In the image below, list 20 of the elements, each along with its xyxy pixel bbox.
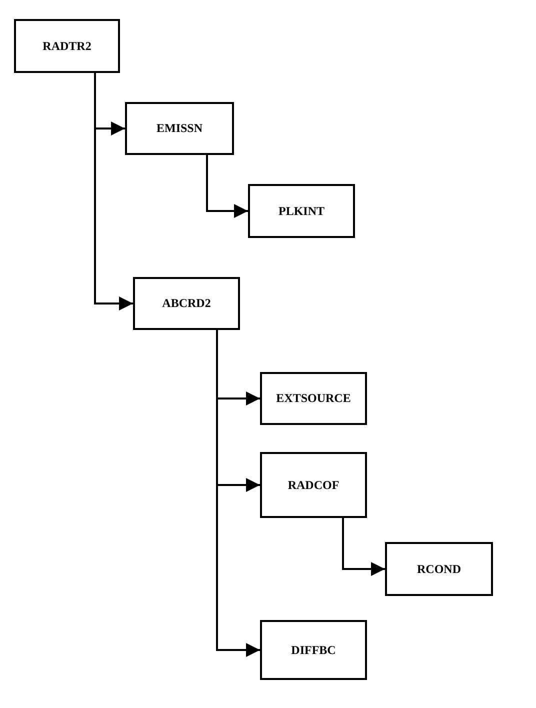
- process-box: [385, 542, 493, 596]
- process-box: [248, 184, 355, 238]
- node-label: EXTSOURCE: [276, 391, 351, 406]
- node-label: ABCRD2: [162, 296, 211, 311]
- arrow: [342, 518, 385, 576]
- node-label: RADCOF: [288, 478, 340, 492]
- process-box: [133, 277, 240, 330]
- node-label: RCOND: [417, 562, 461, 576]
- process-box: [14, 19, 120, 73]
- node-label: EMISSN: [156, 121, 202, 136]
- node-label: DIFFBC: [291, 642, 336, 658]
- node-label: PLKINT: [278, 204, 324, 218]
- process-box: [260, 452, 367, 518]
- arrow: [94, 73, 133, 310]
- node-label: RADTR2: [42, 38, 92, 54]
- process-box: [260, 620, 367, 680]
- process-box: [125, 102, 234, 155]
- process-box: [260, 372, 367, 425]
- arrow: [216, 330, 260, 657]
- arrow: [206, 155, 248, 218]
